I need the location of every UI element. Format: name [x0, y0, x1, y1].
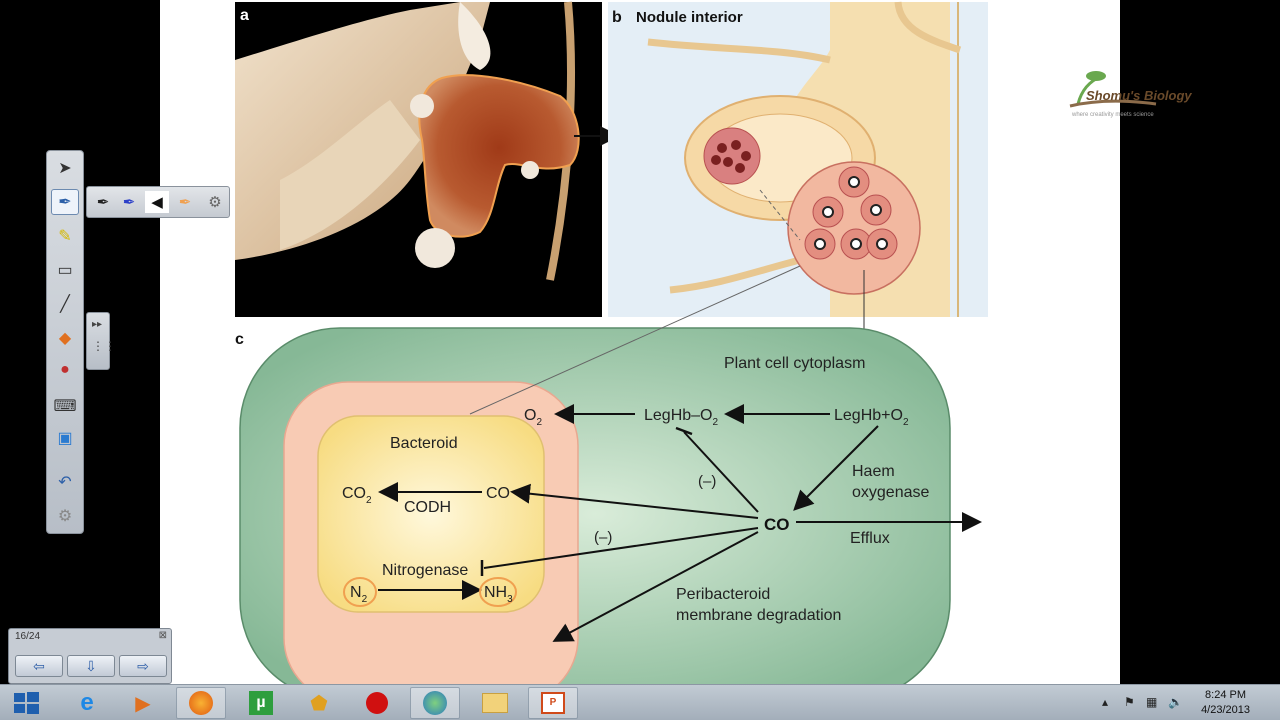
codh-label: CODH — [404, 499, 451, 516]
presentation-slide: a CO — [160, 0, 1120, 684]
panel-c-label: c — [235, 331, 244, 348]
taskbar: e ▶ µ ⬟ P ▴ ⚑ ▦ 🔈 8:24 PM 4/23/2013 — [0, 684, 1280, 720]
clock-date: 4/23/2013 — [1201, 703, 1250, 718]
next-slide-button[interactable]: ⇨ — [119, 655, 167, 677]
slide-menu-button[interactable]: ⇩ — [67, 655, 115, 677]
network-icon[interactable]: ▦ — [1146, 695, 1157, 709]
cursor-icon: ➤ — [58, 158, 71, 178]
pen-settings-option[interactable]: ⚙ — [203, 191, 227, 213]
show-hidden-icons-icon[interactable]: ▴ — [1102, 695, 1108, 709]
peribacteroid-label-1: Peribacteroid — [676, 586, 770, 603]
internet-explorer-icon: e — [80, 689, 93, 717]
pen-white-option[interactable]: ◀ — [145, 191, 169, 213]
eraser-icon: ▭ — [57, 260, 72, 280]
plant-cytoplasm-label: Plant cell cytoplasm — [724, 355, 865, 372]
taskbar-powerpoint[interactable]: P — [528, 687, 578, 719]
pen-tool[interactable]: ✒ — [51, 189, 79, 215]
co-inner-label: CO — [486, 485, 510, 502]
slide-figure: a CO — [160, 0, 1120, 684]
highlighter-icon: ✎ — [58, 226, 71, 246]
shapes-icon: ◆ — [59, 328, 71, 348]
folder-icon — [482, 693, 508, 713]
screen-tool[interactable]: ▣ — [51, 425, 79, 451]
logo-tagline: where creativity meets science — [1071, 112, 1154, 118]
taskbar-ie[interactable]: e — [62, 687, 112, 719]
nitrogenase-label: Nitrogenase — [382, 562, 468, 579]
toolbar-expand-tab[interactable]: ▸▸ ⋮⋮ — [86, 312, 110, 370]
undo-icon: ↶ — [58, 472, 71, 492]
pen-black-icon: ✒ — [97, 193, 110, 211]
shield-icon: ⬟ — [310, 691, 327, 716]
utorrent-icon: µ — [249, 691, 273, 715]
logo-text: Shomu's Biology — [1086, 88, 1192, 103]
screen-icon: ▣ — [57, 428, 72, 448]
pen-options-flyout: ✒ ✒ ◀ ✒ ⚙ — [86, 186, 230, 218]
taskbar-app-shield[interactable]: ⬟ — [294, 687, 344, 719]
menu-down-icon: ⇩ — [85, 658, 97, 675]
line-tool[interactable]: ╱ — [51, 291, 79, 317]
peribacteroid-label-2: membrane degradation — [676, 607, 841, 624]
globe-icon — [423, 691, 447, 715]
record-icon — [366, 692, 388, 714]
windows-icon — [12, 690, 40, 716]
pen-blue-icon: ✒ — [123, 193, 136, 211]
slide-counter: 16/24 — [15, 631, 40, 642]
paint-bucket-icon: ● — [60, 361, 70, 379]
panel-a-photo — [235, 2, 602, 317]
flag-icon[interactable]: ⚑ — [1124, 695, 1135, 709]
bacteroid-label: Bacteroid — [390, 435, 458, 452]
slide-navigator: 16/24 ⊠ ⇦ ⇩ ⇨ — [8, 628, 172, 684]
taskbar-file-explorer[interactable] — [470, 687, 520, 719]
efflux-label: Efflux — [850, 530, 890, 547]
media-player-icon: ▶ — [135, 691, 150, 716]
channel-logo: Shomu's Biology where creativity meets s… — [1066, 64, 1196, 120]
start-button[interactable] — [4, 687, 48, 719]
settings-tool[interactable]: ⚙ — [51, 503, 79, 529]
keyboard-icon: ⌨ — [53, 396, 76, 416]
firefox-icon — [189, 691, 213, 715]
pen-orange-icon: ✒ — [179, 193, 192, 211]
arrow-left-icon: ⇦ — [33, 658, 45, 675]
expand-icon: ▸▸ — [92, 319, 102, 330]
taskbar-firefox[interactable] — [176, 687, 226, 719]
clock-time: 8:24 PM — [1201, 688, 1250, 703]
powerpoint-icon: P — [541, 692, 565, 714]
fill-tool[interactable]: ● — [51, 357, 79, 383]
keyboard-tool[interactable]: ⌨ — [51, 393, 79, 419]
pen-black-option[interactable]: ✒ — [91, 191, 115, 213]
panel-b-illustration — [608, 2, 988, 350]
gear-icon: ⚙ — [58, 506, 72, 526]
pen-orange-option[interactable]: ✒ — [173, 191, 197, 213]
inhibition-label-2: (–) — [594, 529, 612, 546]
arrow-right-icon: ⇨ — [137, 658, 149, 675]
taskbar-app-record[interactable] — [352, 687, 402, 719]
previous-slide-button[interactable]: ⇦ — [15, 655, 63, 677]
volume-icon[interactable]: 🔈 — [1168, 695, 1183, 709]
panel-a-label: a — [240, 7, 249, 24]
line-icon: ╱ — [60, 294, 70, 314]
close-icon[interactable]: ⊠ — [159, 630, 167, 641]
haem-label-1: Haem — [852, 463, 895, 480]
pen-white-icon: ◀ — [151, 193, 163, 211]
panel-b-title: Nodule interior — [636, 9, 743, 26]
undo-tool[interactable]: ↶ — [51, 469, 79, 495]
haem-label-2: oxygenase — [852, 484, 929, 501]
grid-icon: ⋮⋮ — [92, 339, 116, 353]
taskbar-utorrent[interactable]: µ — [236, 687, 286, 719]
taskbar-media-player[interactable]: ▶ — [118, 687, 168, 719]
taskbar-app-globe[interactable] — [410, 687, 460, 719]
panel-b-label: b — [612, 9, 622, 26]
pen-blue-option[interactable]: ✒ — [117, 191, 141, 213]
select-arrow-tool[interactable]: ➤ — [51, 155, 79, 181]
system-clock[interactable]: 8:24 PM 4/23/2013 — [1201, 688, 1250, 718]
annotation-toolbar: ➤ ✒ ✎ ▭ ╱ ◆ ● ⌨ ▣ ↶ ⚙ — [46, 150, 84, 534]
inhibition-label-1: (–) — [698, 473, 716, 490]
co-center-label: CO — [764, 515, 790, 534]
eraser-tool[interactable]: ▭ — [51, 257, 79, 283]
pen-icon: ✒ — [58, 192, 71, 212]
shapes-tool[interactable]: ◆ — [51, 325, 79, 351]
gear-icon: ⚙ — [208, 193, 221, 211]
highlighter-tool[interactable]: ✎ — [51, 223, 79, 249]
